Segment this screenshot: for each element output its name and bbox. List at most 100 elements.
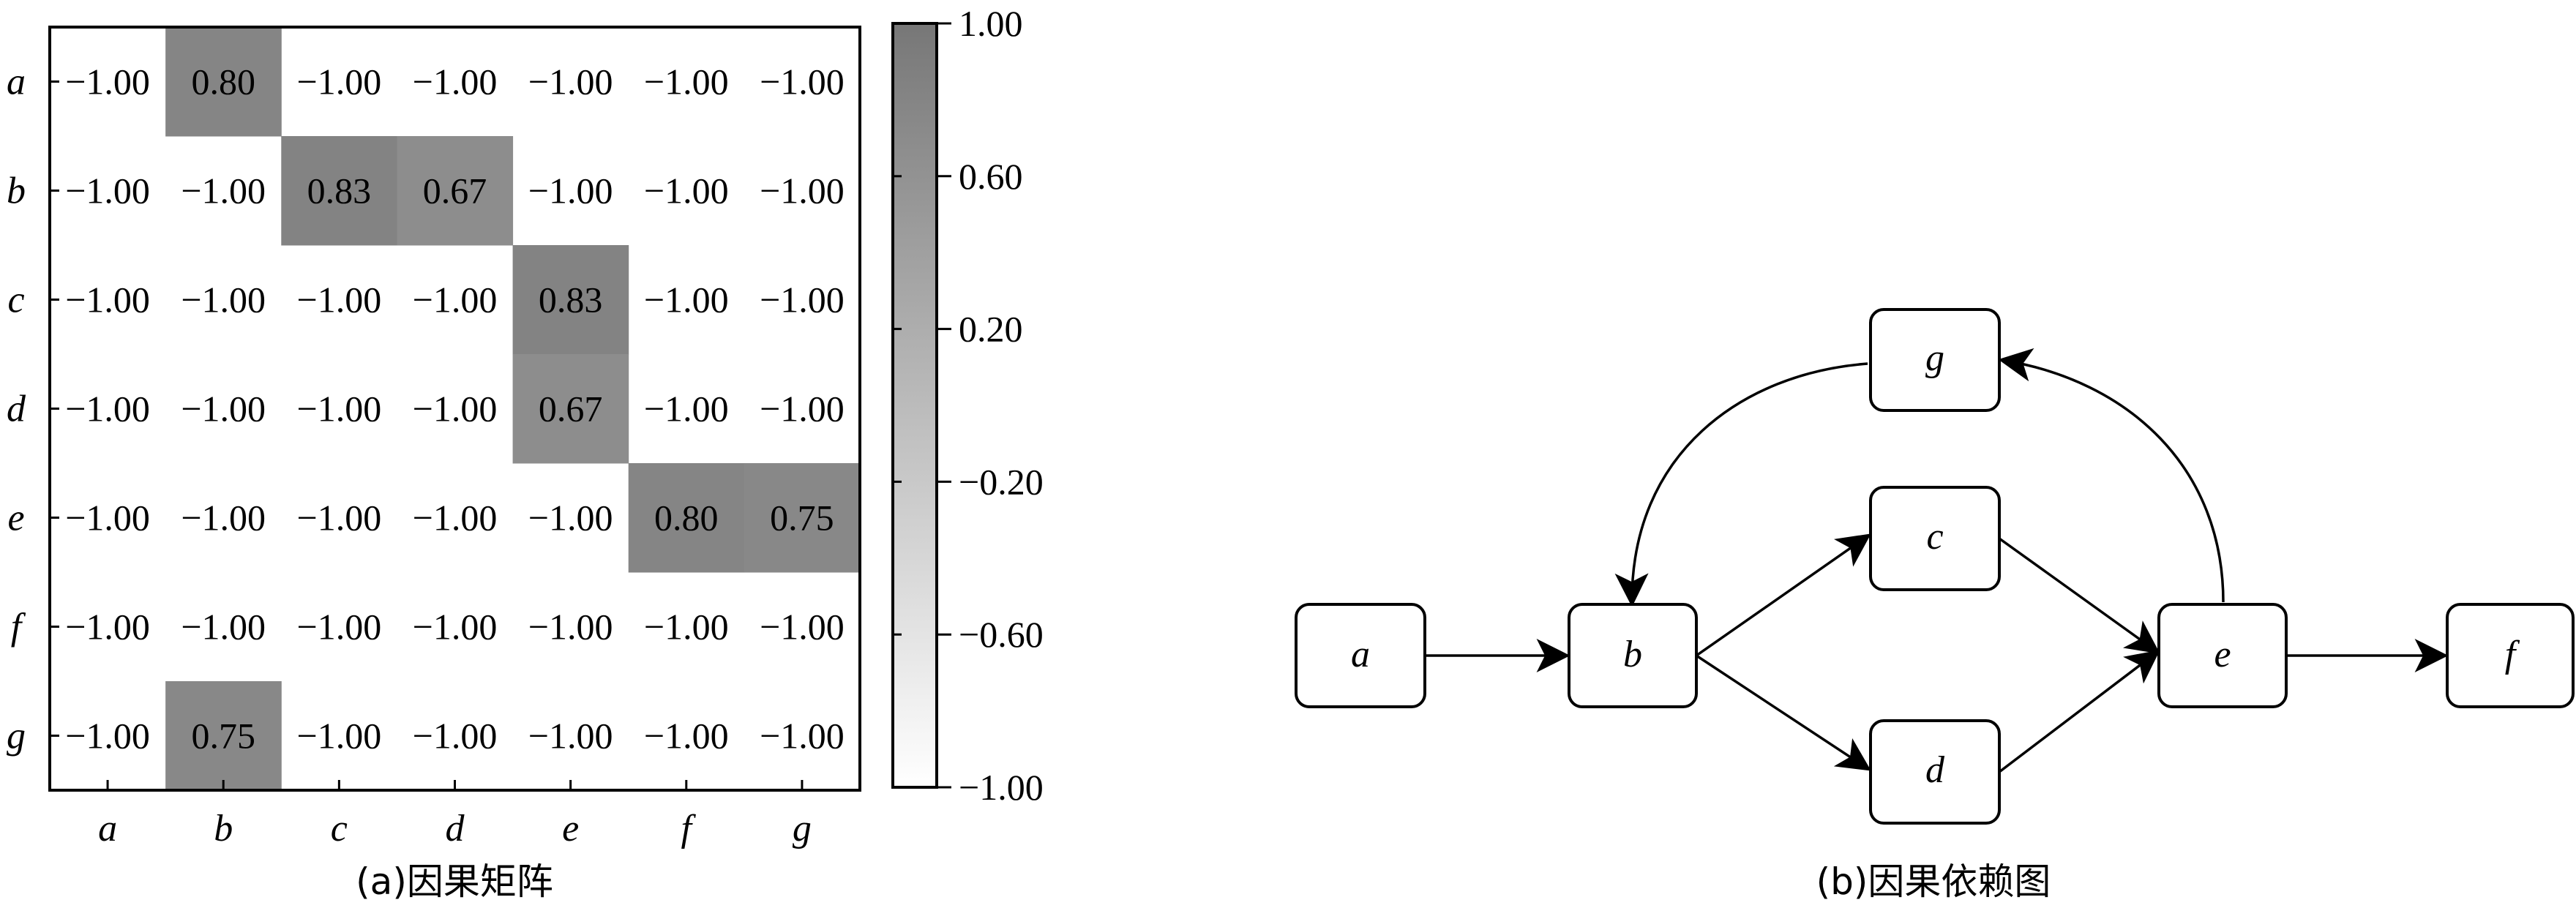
row-label-f: f	[11, 607, 26, 648]
cell-value: −1.00	[760, 389, 845, 429]
cell-value: −1.00	[181, 170, 266, 211]
graph-caption: (b)因果依赖图	[1816, 860, 2051, 903]
matrix-cell-d-e	[512, 354, 629, 464]
causal-graph-panel: a b c d e f g	[1295, 308, 2575, 903]
row-label-a: a	[7, 61, 26, 103]
col-label-d: d	[446, 808, 465, 849]
colorbar-gradient	[891, 22, 938, 789]
matrix-cell-c-e	[512, 245, 629, 355]
row-label-e: e	[7, 498, 24, 539]
cell-value: −1.00	[297, 716, 382, 757]
row-label-d: d	[7, 389, 26, 430]
row-label-g: g	[7, 716, 26, 757]
node-a: a	[1295, 603, 1426, 708]
col-label-e: e	[562, 808, 579, 849]
cell-value: −1.00	[760, 61, 845, 102]
cell-value: −1.00	[65, 607, 150, 648]
colorbar: 1.00 0.60 0.20 −0.20 −0.60 −1.00	[891, 3, 1044, 808]
edge-g-b	[1614, 362, 1868, 607]
graph-nodes: a b c d e f g	[1295, 308, 2575, 825]
col-label-b: b	[214, 808, 233, 849]
colorbar-tick-label: 0.60	[959, 156, 1023, 197]
cell-value: −1.00	[297, 607, 382, 648]
node-g: g	[1869, 308, 2001, 412]
cell-value: −1.00	[528, 607, 613, 648]
cell-value: −1.00	[65, 498, 150, 539]
cell-value: 0.80	[654, 498, 719, 539]
row-label-b: b	[7, 170, 26, 212]
cell-value: −1.00	[65, 170, 150, 211]
cell-value: −1.00	[65, 279, 150, 320]
cell-value: −1.00	[644, 279, 729, 320]
node-e: e	[2157, 603, 2288, 708]
node-b: b	[1568, 603, 1698, 708]
node-label: g	[1925, 337, 1944, 379]
matrix-cell-b-c	[281, 136, 397, 246]
cell-value: −1.00	[528, 716, 613, 757]
matrix-cell-a-b	[165, 27, 282, 137]
node-c: c	[1869, 486, 2001, 591]
cell-value: −1.00	[181, 279, 266, 320]
colorbar-tick-label: 1.00	[959, 3, 1023, 44]
cell-value: −1.00	[297, 279, 382, 320]
cell-value: −1.00	[297, 61, 382, 102]
matrix-caption: (a)因果矩阵	[356, 860, 553, 903]
edge-d-e	[1998, 650, 2160, 773]
col-label-f: f	[681, 808, 697, 849]
cell-value: 0.80	[191, 61, 255, 102]
node-label: e	[2214, 634, 2231, 675]
cell-value: −1.00	[644, 61, 729, 102]
cell-value: −1.00	[413, 607, 498, 648]
cell-value: −1.00	[760, 607, 845, 648]
cell-value: −1.00	[181, 389, 266, 429]
graph-edges	[1425, 348, 2449, 773]
colorbar-tick-label: −0.20	[959, 461, 1044, 502]
cell-value: −1.00	[413, 389, 498, 429]
col-label-a: a	[98, 808, 117, 849]
cell-value: −1.00	[297, 498, 382, 539]
cell-value: 0.67	[539, 389, 603, 429]
cell-value: 0.75	[770, 498, 834, 539]
cell-value: −1.00	[413, 279, 498, 320]
matrix-cell-g-b	[165, 681, 282, 791]
matrix-cell-e-f	[628, 463, 745, 573]
matrix-cell-e-g	[744, 463, 861, 573]
cell-value: −1.00	[528, 170, 613, 211]
cell-value: −1.00	[65, 61, 150, 102]
cell-value: −1.00	[413, 716, 498, 757]
matrix-cells	[165, 27, 861, 791]
cell-value: 0.83	[539, 279, 603, 320]
cell-value: −1.00	[413, 61, 498, 102]
cell-value: 0.67	[423, 170, 487, 211]
row-label-c: c	[7, 279, 24, 321]
cell-value: −1.00	[760, 279, 845, 320]
node-label: b	[1623, 634, 1642, 675]
cell-value: −1.00	[644, 170, 729, 211]
node-d: d	[1869, 719, 2001, 825]
colorbar-tick-label: −0.60	[959, 614, 1044, 655]
colorbar-tick-label: 0.20	[959, 309, 1023, 350]
edge-e-g	[1998, 348, 2225, 603]
cell-value: −1.00	[181, 607, 266, 648]
cell-value: −1.00	[644, 716, 729, 757]
matrix-cell-b-d	[397, 136, 514, 246]
edge-b-c	[1695, 533, 1871, 657]
cell-value: 0.75	[191, 716, 255, 757]
edge-c-e	[1998, 537, 2160, 654]
cell-value: −1.00	[528, 498, 613, 539]
edge-b-d	[1696, 654, 1871, 771]
cell-value: −1.00	[644, 389, 729, 429]
cell-value: −1.00	[181, 498, 266, 539]
row-axis: a b c d e f g	[7, 61, 59, 757]
cell-value: −1.00	[65, 389, 150, 429]
colorbar-ticks: 1.00 0.60 0.20 −0.20 −0.60 −1.00	[893, 3, 1044, 808]
node-label: d	[1925, 749, 1945, 791]
node-f: f	[2446, 603, 2575, 708]
cell-value: −1.00	[528, 61, 613, 102]
col-label-c: c	[331, 808, 348, 849]
colorbar-tick-label: −1.00	[959, 767, 1044, 808]
node-label: a	[1351, 634, 1370, 675]
